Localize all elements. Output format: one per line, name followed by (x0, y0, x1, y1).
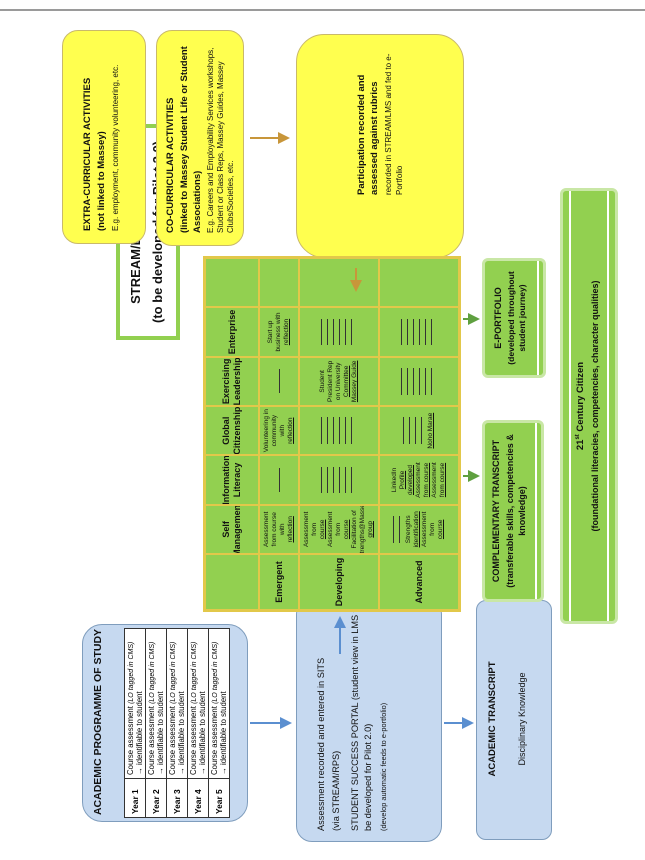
header-rule (0, 9, 645, 11)
